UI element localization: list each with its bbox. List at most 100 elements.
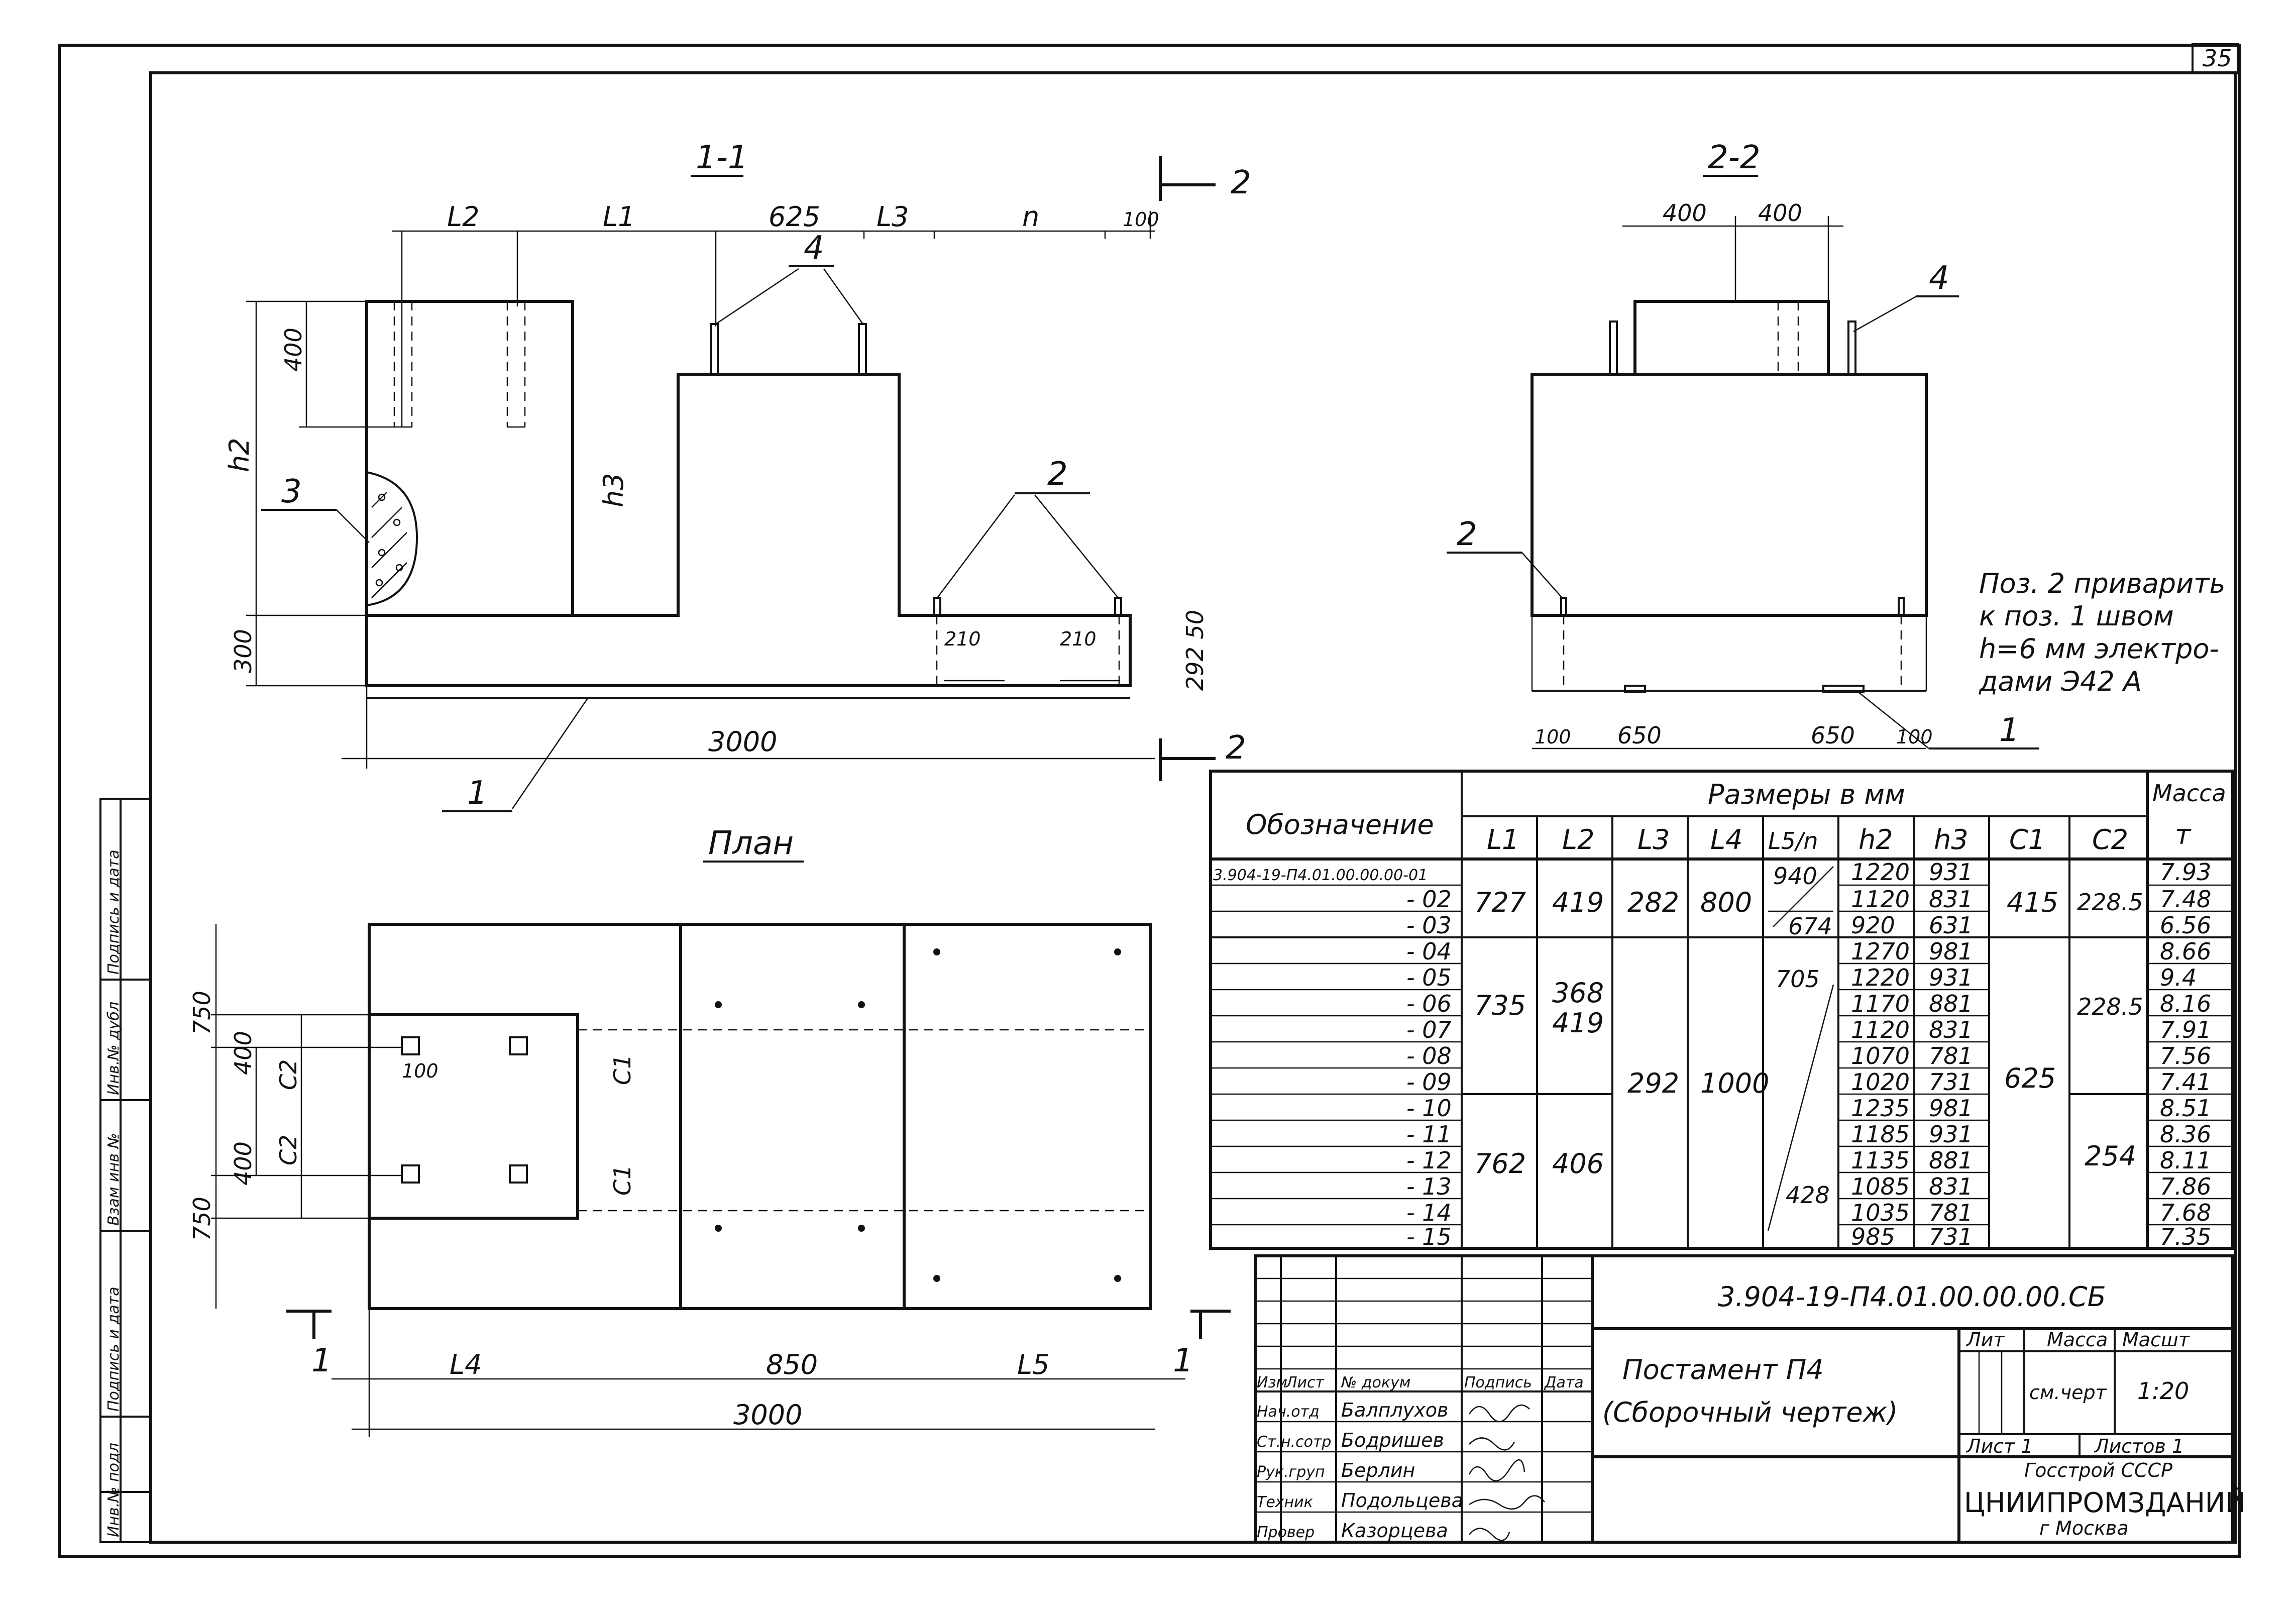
l1-group-a: 727	[1474, 887, 1526, 918]
designation-11: - 11	[1406, 1121, 1452, 1148]
name-3: Берлин	[1341, 1459, 1415, 1481]
name-1: Балплухов	[1341, 1399, 1448, 1421]
designation-13: - 13	[1406, 1173, 1452, 1200]
h2-10: 1235	[1851, 1095, 1910, 1122]
plan-dim-100: 100	[402, 1060, 439, 1082]
designation-02: - 02	[1406, 886, 1452, 913]
stamp-cell-2: Подпись и дата	[105, 1287, 123, 1412]
scale-header: Масшт	[2122, 1329, 2191, 1351]
h2-12: 1135	[1851, 1147, 1910, 1174]
title-line-2: (Сборочный чертеж)	[1602, 1397, 1898, 1428]
weld-note: Поз. 2 приварить к поз. 1 швом h=6 мм эл…	[1979, 568, 2225, 697]
plan-dim-c2b: C2	[275, 1135, 302, 1165]
h2-04: 1270	[1851, 938, 1910, 965]
signatures	[1468, 1404, 1545, 1541]
h2-14: 1035	[1851, 1199, 1910, 1226]
h3-03: 631	[1929, 912, 1973, 939]
h3-12: 881	[1929, 1147, 1973, 1174]
dim-22-100a: 100	[1535, 726, 1571, 748]
role-4: Техник	[1257, 1493, 1313, 1511]
dim-3000: 3000	[708, 726, 777, 758]
plan-dim-750b: 750	[188, 1197, 215, 1241]
designation-05: - 05	[1406, 964, 1452, 991]
col-l2: L2	[1562, 824, 1594, 855]
mass-04: 8.66	[2160, 938, 2211, 965]
org-line-1: Госстрой СССР	[2024, 1459, 2172, 1481]
lit-header: Лит	[1965, 1329, 2005, 1351]
plan-dim-l4: L4	[450, 1349, 482, 1380]
dim-100: 100	[1123, 208, 1159, 231]
mass-01: 7.93	[2160, 859, 2211, 886]
plan-dim-400a: 400	[230, 1031, 257, 1075]
section-1-1: 1-1 L2 L1 625 L3 n 100 2	[224, 139, 1251, 812]
leader-3-label: 3	[281, 473, 302, 510]
h2-05: 1220	[1851, 964, 1910, 991]
mass-05: 9.4	[2160, 964, 2197, 991]
h3-15: 731	[1929, 1223, 1973, 1250]
dim-l2: L2	[447, 201, 479, 233]
org-line-3: г Москва	[2039, 1517, 2129, 1539]
plan-dim-c1b: C1	[609, 1165, 636, 1196]
hdr-sign: Подпись	[1464, 1374, 1532, 1391]
sheets-label: Листов 1	[2094, 1435, 2184, 1457]
h3-11: 931	[1929, 1121, 1973, 1148]
stamp-cell-4: Инв.№ дубл	[105, 1002, 123, 1095]
l4-group-b: 1000	[1700, 1067, 1769, 1099]
l2-group-b2: 419	[1552, 1007, 1604, 1039]
mass-11: 8.36	[2160, 1121, 2211, 1148]
table-mass-unit: т	[2175, 819, 2192, 850]
mass-03: 6.56	[2160, 912, 2211, 939]
h3-10: 981	[1929, 1095, 1973, 1122]
l1-group-b: 735	[1474, 990, 1526, 1021]
c2-group-c: 254	[2085, 1140, 2136, 1172]
h2-01: 1220	[1851, 859, 1910, 886]
n-group-a: 674	[1788, 913, 1832, 940]
mass-02: 7.48	[2160, 886, 2211, 913]
dim-h3: h3	[598, 473, 629, 507]
h2-07: 1120	[1851, 1016, 1910, 1043]
h2-15: 985	[1851, 1223, 1895, 1250]
c1-group-b: 625	[2004, 1062, 2056, 1094]
role-3: Рук.груп	[1257, 1463, 1325, 1481]
scale-value: 1:20	[2137, 1377, 2189, 1405]
table-mass-header: Масса	[2152, 780, 2226, 807]
designation-10: - 10	[1406, 1095, 1452, 1122]
role-2: Ст.н.сотр	[1257, 1433, 1331, 1451]
h2-08: 1070	[1851, 1042, 1910, 1069]
note-line-2: к поз. 1 швом	[1979, 600, 2174, 632]
col-h2: h2	[1858, 824, 1893, 855]
hdr-date: Дата	[1544, 1374, 1584, 1391]
col-l1: L1	[1487, 824, 1519, 855]
mass-14: 7.68	[2160, 1199, 2211, 1226]
l5-group-b: 705	[1776, 966, 1820, 993]
designation-06: - 06	[1406, 990, 1452, 1017]
mass-07: 7.91	[2160, 1016, 2211, 1043]
stamp-cell-3: Взам инв №	[105, 1133, 123, 1226]
col-l4: L4	[1710, 824, 1742, 855]
h2-13: 1085	[1851, 1173, 1910, 1200]
leader-4-22: 4	[1929, 260, 1949, 297]
h3-09: 731	[1929, 1068, 1973, 1096]
col-l5n: L5/n	[1768, 827, 1818, 854]
dim-292-50: 292 50	[1181, 610, 1209, 691]
dim-h2: h2	[224, 438, 255, 472]
leader-1-label: 1	[467, 775, 488, 812]
c1-group-a: 415	[2007, 887, 2058, 918]
mass-06: 8.16	[2160, 990, 2211, 1017]
mass-10: 8.51	[2160, 1095, 2211, 1122]
n-group-b: 428	[1786, 1182, 1830, 1209]
designation-08: - 08	[1406, 1042, 1452, 1069]
plan-dim-750a: 750	[188, 991, 215, 1035]
section-1-1-title: 1-1	[696, 139, 748, 176]
mass-header-tb: Масса	[2047, 1329, 2108, 1351]
h3-08: 781	[1929, 1042, 1973, 1069]
col-h3: h3	[1934, 824, 1969, 855]
concrete-hatch	[371, 492, 407, 598]
note-line-3: h=6 мм электро-	[1979, 633, 2219, 665]
plan-title: План	[708, 825, 794, 862]
c2-group-a: 228.5	[2077, 889, 2143, 916]
table-row-lines	[1211, 866, 2233, 1231]
h3-14: 781	[1929, 1199, 1973, 1226]
dim-300: 300	[230, 629, 257, 673]
